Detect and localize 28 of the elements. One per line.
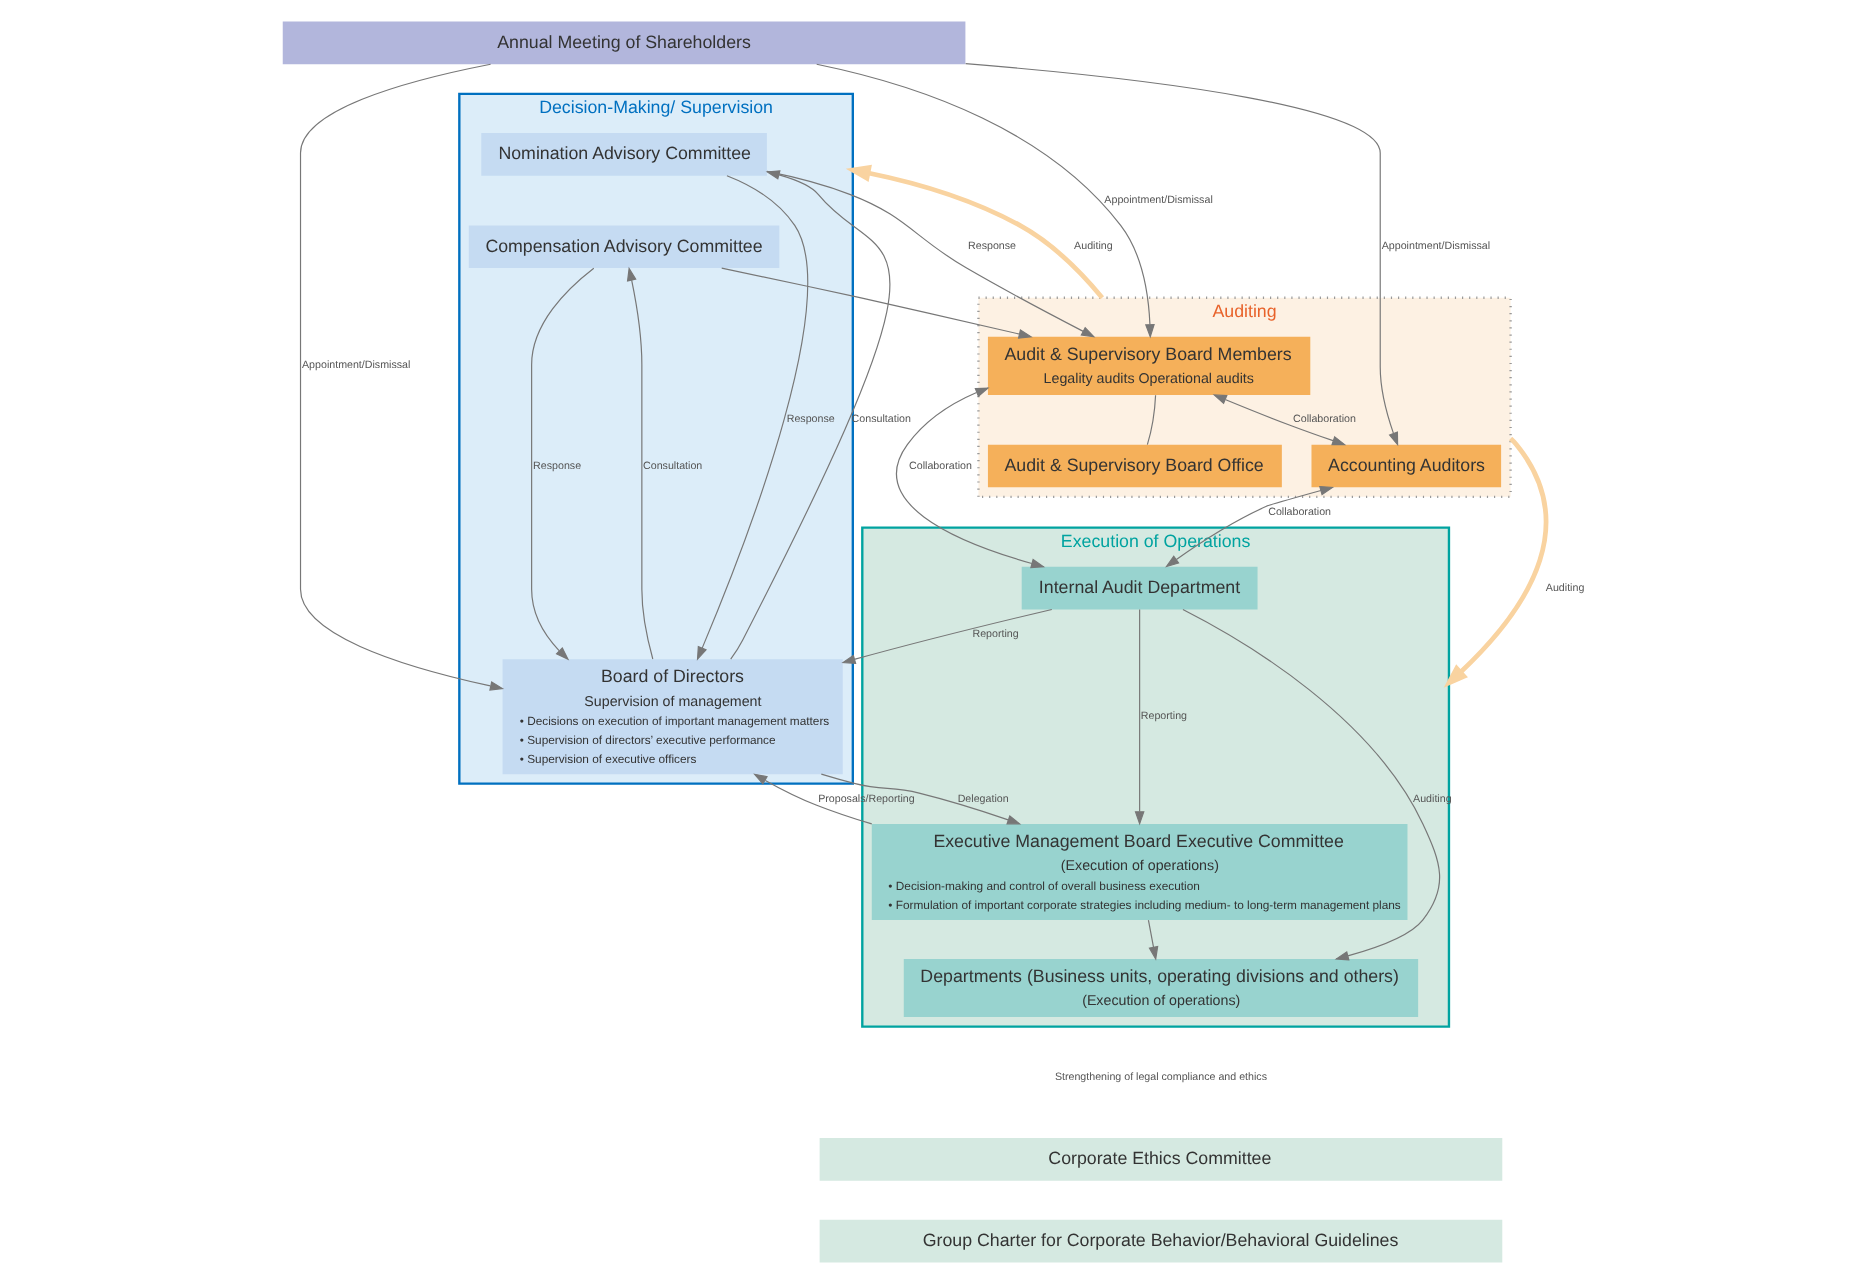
arrow [1147,919,1159,961]
arrow [1212,394,1347,446]
arrow [845,164,1105,300]
arrow [841,608,1053,664]
arrow [1182,608,1441,961]
node-box: Nomination Advisory Committee [481,132,767,176]
arrow [965,63,1399,447]
arrow [816,63,1155,339]
arrow [766,170,1096,338]
node-box: Corporate Ethics Committee [819,1138,1503,1181]
node-box: Audit & Supervisory Board Office [987,444,1282,488]
node-box: Group Charter for Corporate Behavior/Behavioral Guidelines [819,1219,1503,1263]
arrow [1165,485,1335,568]
arrow [721,267,1033,339]
node-box: Compensation Advisory Committee [468,225,780,269]
connector [1146,394,1157,446]
arrow [531,267,595,661]
arrow [895,387,1046,569]
arrow [696,175,808,661]
arrow [730,170,891,660]
arrow [820,773,1022,825]
node-box: Internal Audit Department [1021,566,1258,610]
arrow [626,266,654,660]
node-box: Annual Meeting of Shareholders [282,21,966,65]
arrow [299,63,505,691]
node-box: Accounting Auditors [1311,444,1502,488]
arrow [1443,436,1549,688]
arrow [1134,608,1145,826]
